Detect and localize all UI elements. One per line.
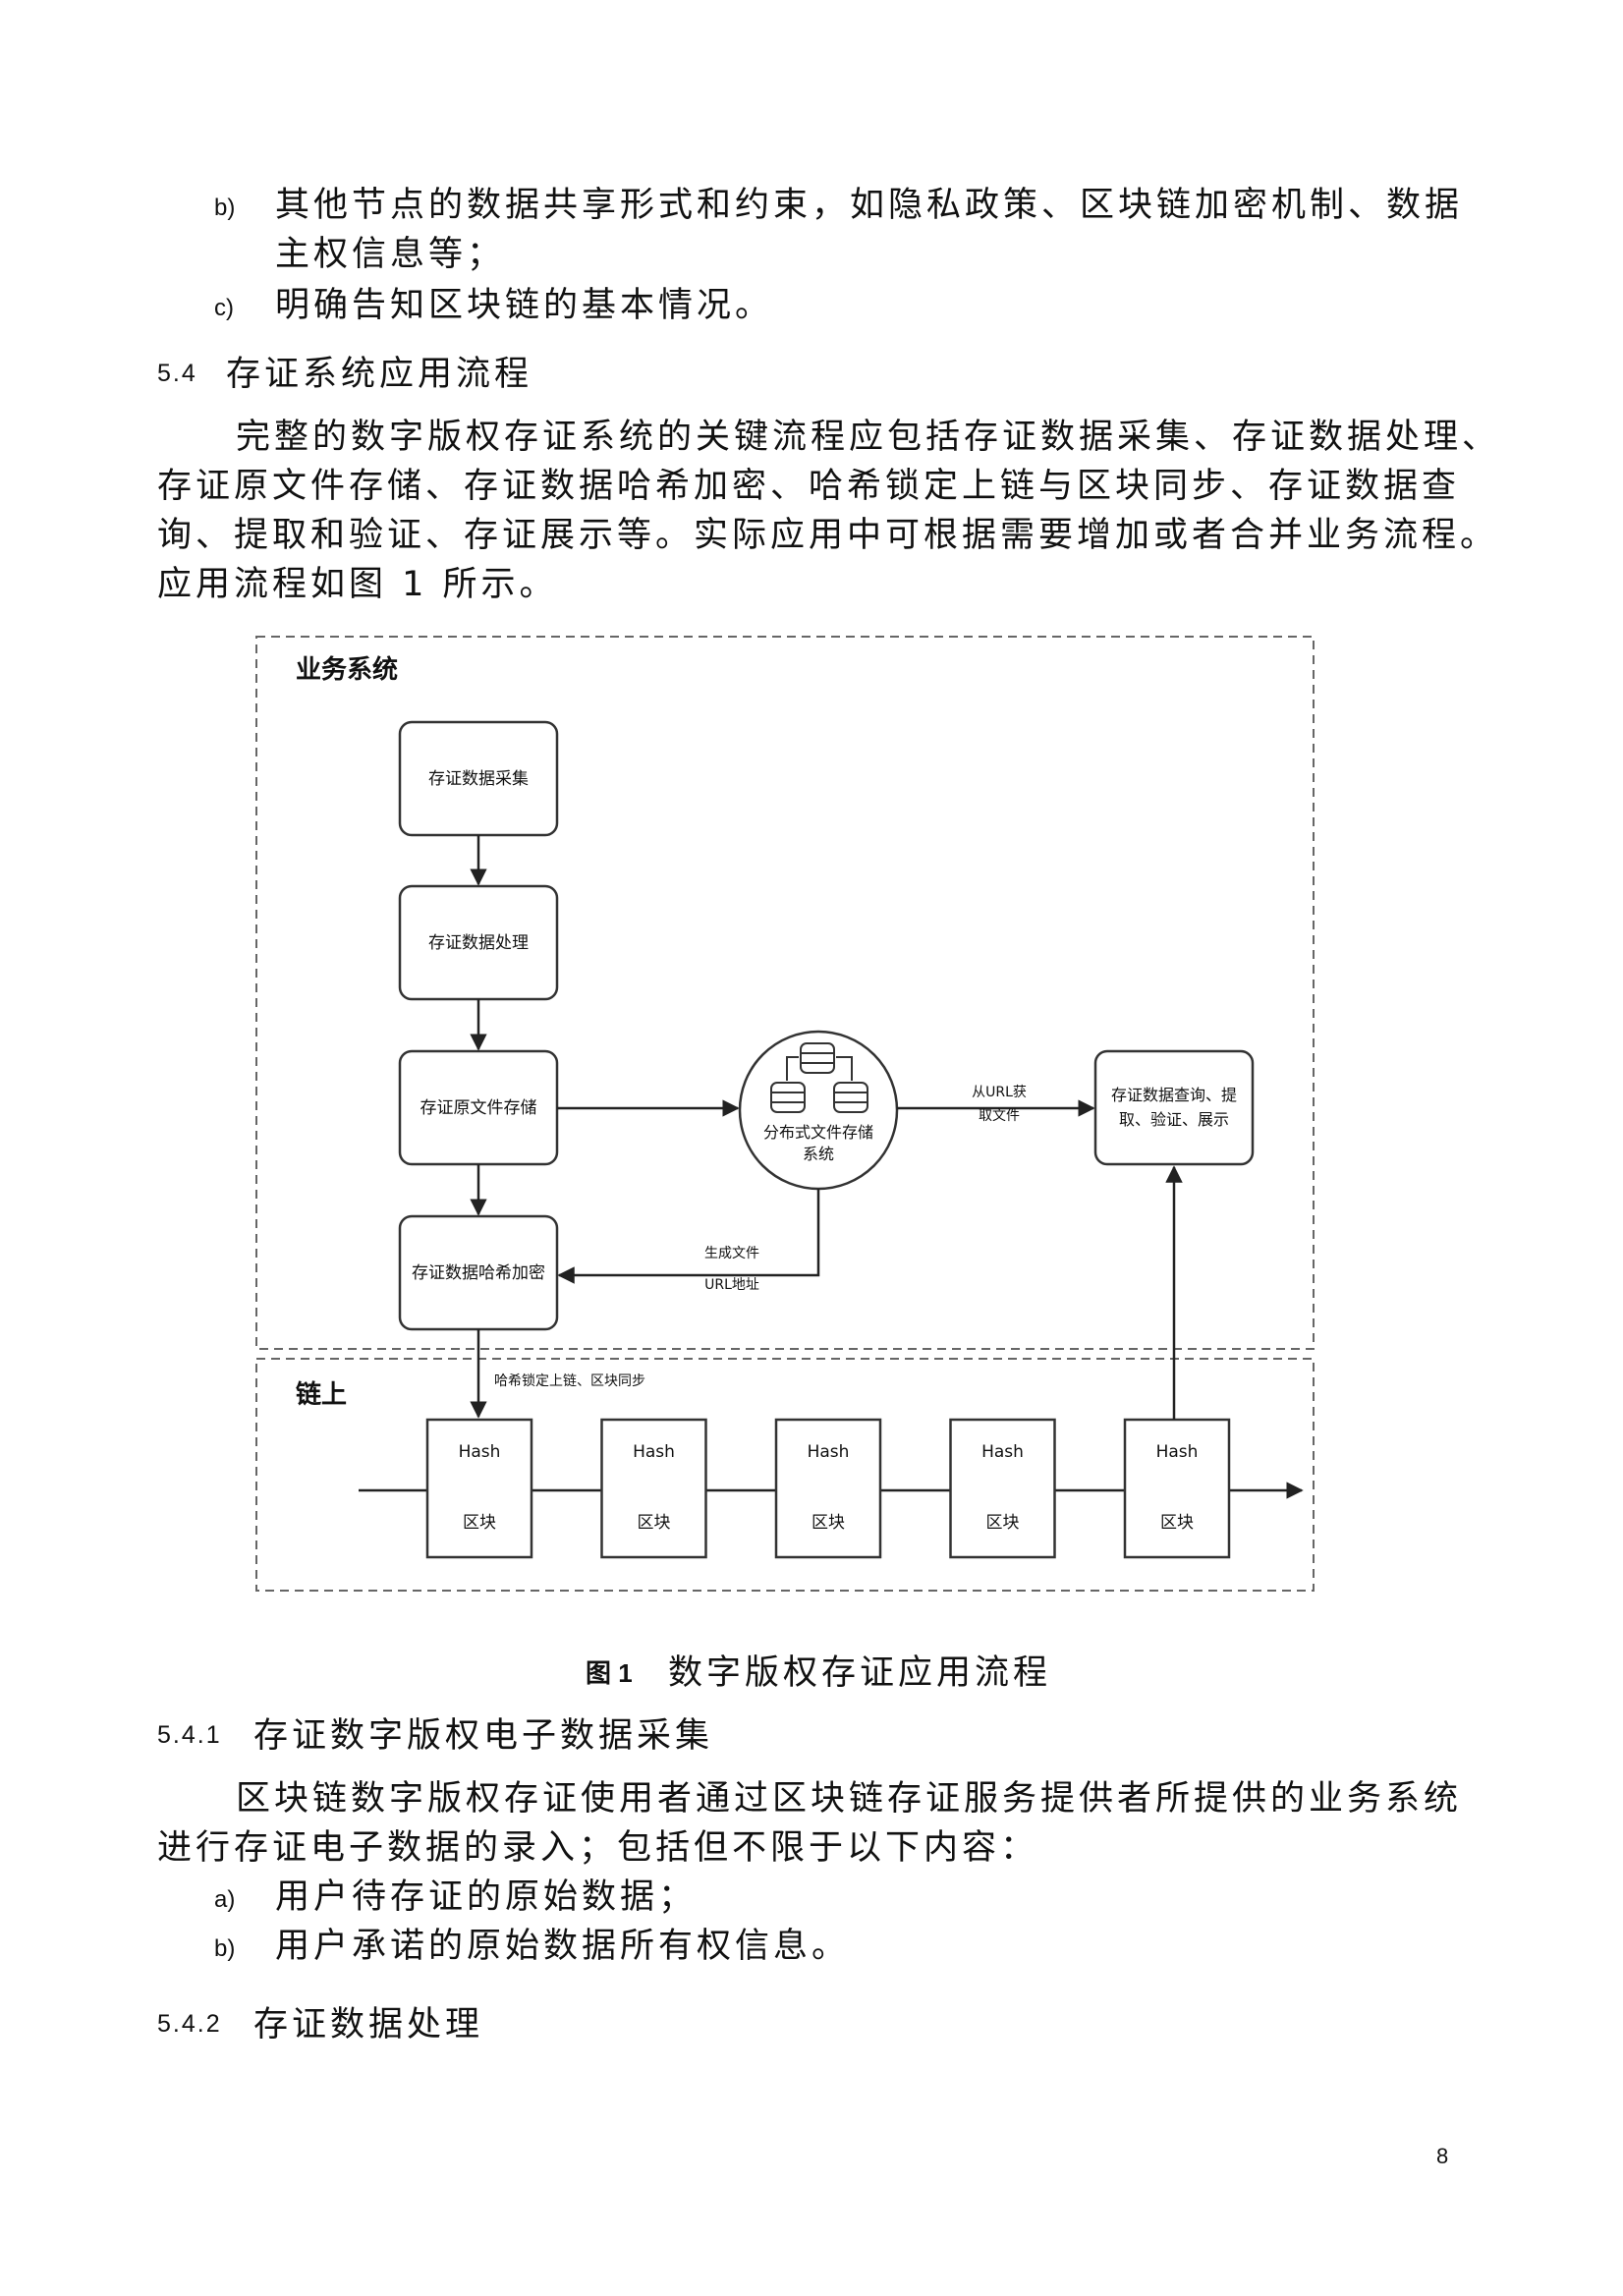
query-label-line1: 存证数据查询、提 [1111, 1086, 1237, 1104]
figure-caption: 数字版权存证应用流程 [668, 1653, 1052, 1693]
chain-block-box [1123, 1418, 1231, 1559]
chain-label: 链上 [296, 1379, 347, 1410]
section-number: 5.4 [157, 360, 197, 387]
chain-block-label: 区块 [463, 1513, 496, 1533]
chain-block-hash: Hash [808, 1442, 850, 1462]
storage-label-line1: 分布式文件存储 [763, 1123, 873, 1142]
paragraph-line: 进行存证电子数据的录入；包括但不限于以下内容： [157, 1828, 1039, 1868]
database-icon [770, 1042, 868, 1113]
chain-region [255, 1358, 1315, 1592]
list-marker-b: b) [214, 1935, 236, 1962]
chain-block-box [774, 1418, 882, 1559]
chain-block: Hash 区块 [949, 1418, 1056, 1559]
gen-url-label-line2: URL地址 [704, 1277, 759, 1293]
paragraph-line: 区块链数字版权存证使用者通过区块链存证服务提供者所提供的业务系统 [236, 1779, 1463, 1819]
chain-block: Hash 区块 [1123, 1418, 1231, 1559]
flow-diagram: 业务系统 链上 存证数据采集 存证数据处理 存证原文件存储 存证数据哈希加密 分… [255, 636, 1315, 1592]
list-item-b-line2: 主权信息等； [275, 235, 506, 274]
paragraph-line: 存证原文件存储、存证数据哈希加密、哈希锁定上链与区块同步、存证数据查 [157, 467, 1461, 506]
storage-label-line2: 系统 [803, 1145, 834, 1163]
business-system-label: 业务系统 [296, 654, 398, 685]
list-marker-b: b) [214, 195, 236, 221]
list-item-b-line1: 其他节点的数据共享形式和约束，如隐私政策、区块链加密机制、数据 [275, 186, 1464, 225]
chain-block-box [949, 1418, 1056, 1559]
chain-block-label: 区块 [986, 1513, 1020, 1533]
chain-block-label: 区块 [1160, 1513, 1194, 1533]
list-marker-c: c) [214, 295, 234, 321]
step-store-label: 存证原文件存储 [420, 1098, 537, 1118]
fetch-label-line2: 取文件 [979, 1108, 1020, 1124]
step-hash-label: 存证数据哈希加密 [412, 1263, 545, 1283]
subsection-number: 5.4.2 [157, 2010, 222, 2038]
query-label-line2: 取、验证、展示 [1119, 1110, 1229, 1129]
paragraph-line: 完整的数字版权存证系统的关键流程应包括存证数据采集、存证数据处理、 [236, 418, 1501, 457]
subsection-number: 5.4.1 [157, 1721, 222, 1749]
block-chain: Hash 区块 Hash 区块 Hash 区块 Hash 区块 Hash 区块 [425, 1418, 1231, 1559]
fetch-label-line1: 从URL获 [972, 1085, 1027, 1100]
chain-block: Hash 区块 [425, 1418, 533, 1559]
step-collect-label: 存证数据采集 [428, 769, 529, 789]
chain-block-hash: Hash [633, 1442, 675, 1462]
list-item-c-line1: 明确告知区块链的基本情况。 [275, 286, 774, 325]
page-number: 8 [1436, 2144, 1449, 2168]
chain-block: Hash 区块 [600, 1418, 707, 1559]
chain-block-label: 区块 [812, 1513, 845, 1533]
list-item-a: 用户待存证的原始数据； [275, 1877, 698, 1917]
chain-block-label: 区块 [638, 1513, 671, 1533]
chain-block-box [600, 1418, 707, 1559]
lock-chain-label: 哈希锁定上链、区块同步 [494, 1373, 645, 1389]
subsection-title: 存证数字版权电子数据采集 [253, 1716, 714, 1756]
chain-block-hash: Hash [1156, 1442, 1199, 1462]
gen-url-label-line1: 生成文件 [704, 1246, 759, 1261]
list-marker-a: a) [214, 1886, 236, 1913]
section-title: 存证系统应用流程 [226, 355, 533, 394]
figure-number: 图 1 [586, 1658, 633, 1688]
paragraph-line: 询、提取和验证、存证展示等。实际应用中可根据需要增加或者合并业务流程。 [157, 516, 1499, 555]
subsection-title: 存证数据处理 [253, 2005, 484, 2044]
chain-block-hash: Hash [459, 1442, 501, 1462]
chain-block-hash: Hash [981, 1442, 1024, 1462]
query-box [1093, 1049, 1255, 1166]
paragraph-line: 应用流程如图 1 所示。 [157, 565, 558, 604]
step-process-label: 存证数据处理 [428, 933, 529, 953]
chain-block-box [425, 1418, 533, 1559]
list-item-b: 用户承诺的原始数据所有权信息。 [275, 1927, 851, 1966]
chain-block: Hash 区块 [774, 1418, 882, 1559]
